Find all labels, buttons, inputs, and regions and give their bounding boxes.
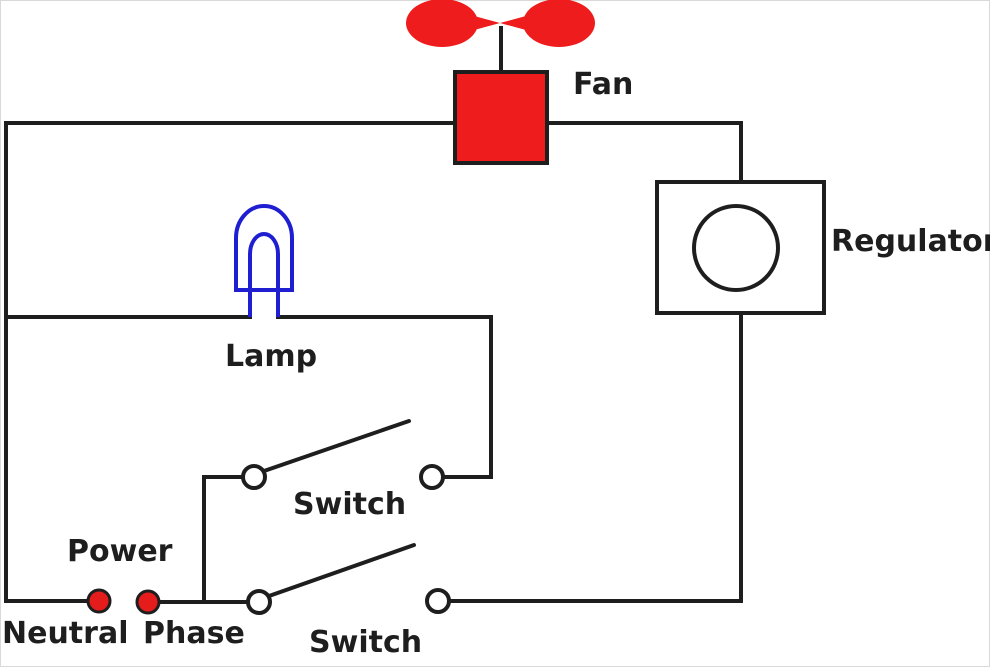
fan-blade-left-icon <box>406 0 478 47</box>
regulator-symbol <box>655 180 826 315</box>
switch-top <box>241 419 445 490</box>
switch-bottom-lever <box>267 543 416 598</box>
regulator-to-switch-wire <box>448 311 743 603</box>
phase-branch-wire <box>202 475 244 604</box>
regulator-box <box>655 180 826 315</box>
neutral-terminal <box>86 588 112 614</box>
switch-bottom <box>246 543 451 615</box>
fan-label: Fan <box>573 67 634 102</box>
switch-top-terminal-left <box>241 464 267 490</box>
fan-hub-icon-right <box>500 10 548 36</box>
switch-bottom-terminal-left <box>246 589 272 615</box>
fan-blade-right-icon <box>523 0 595 47</box>
fan-symbol <box>406 0 595 165</box>
switch-top-lever <box>262 419 411 473</box>
switch-top-label: Switch <box>293 487 407 522</box>
switch-bottom-label: Switch <box>309 625 423 660</box>
fan-hub-icon <box>452 10 500 36</box>
power-label: Power <box>67 534 173 569</box>
fan-to-regulator-wire <box>545 121 743 184</box>
regulator-label: Regulator <box>831 224 990 259</box>
lamp-outer-bulb <box>234 204 294 292</box>
switch-bottom-terminal-right <box>425 588 451 614</box>
lamp-label: Lamp <box>225 339 318 374</box>
phase-terminal <box>135 589 161 615</box>
lamp-filament <box>248 232 280 317</box>
lamp-to-switch-wire <box>276 315 493 479</box>
fan-motor-box <box>453 70 549 165</box>
switch-top-terminal-right <box>419 464 445 490</box>
lamp-bulb-icon <box>234 204 294 317</box>
wires <box>4 121 743 604</box>
power-terminals <box>86 588 161 615</box>
neutral-label: Neutral <box>2 616 129 651</box>
neutral-wire <box>4 121 457 603</box>
phase-label: Phase <box>143 616 245 651</box>
regulator-knob-icon <box>692 204 780 292</box>
